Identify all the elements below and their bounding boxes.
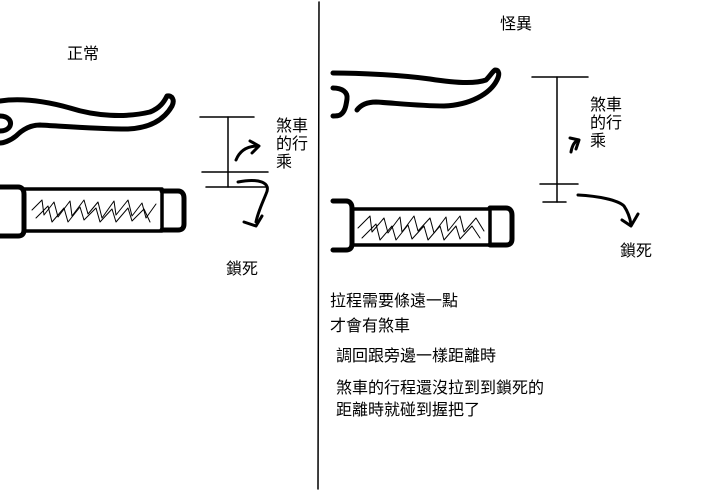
left-arrow-lock xyxy=(236,179,269,228)
panel-divider xyxy=(317,1,320,490)
right-grip-texture xyxy=(357,215,485,234)
right-brake-travel-label: 煞車 的行 乘 xyxy=(590,95,623,150)
left-arrow-up xyxy=(234,139,261,162)
right-arrow-up xyxy=(568,136,581,154)
note-line: 才會有煞車 xyxy=(330,316,411,335)
note-line: 拉程需要條遠一點 xyxy=(330,291,459,310)
right-lock-label: 鎖死 xyxy=(620,241,653,260)
note-line: 距離時就碰到握把了 xyxy=(336,400,481,419)
left-travel-marker xyxy=(199,116,269,188)
note-line: 煞車的行程還沒拉到到鎖死的 xyxy=(336,378,545,397)
left-panel-title: 正常 xyxy=(67,44,100,63)
right-handlebar-grip xyxy=(330,198,515,253)
right-panel-title: 怪異 xyxy=(500,14,533,33)
right-brake-lever xyxy=(330,67,502,119)
left-brake-travel-label: 煞車 的行 乘 xyxy=(276,116,309,171)
left-grip-texture xyxy=(31,199,157,219)
left-lock-label: 鎖死 xyxy=(226,259,259,278)
note-line: 調回跟旁邊一樣距離時 xyxy=(336,346,497,365)
right-arrow-lock xyxy=(576,193,640,228)
left-brake-lever xyxy=(0,93,176,146)
right-travel-marker xyxy=(531,76,589,203)
left-handlebar-grip xyxy=(0,184,187,239)
